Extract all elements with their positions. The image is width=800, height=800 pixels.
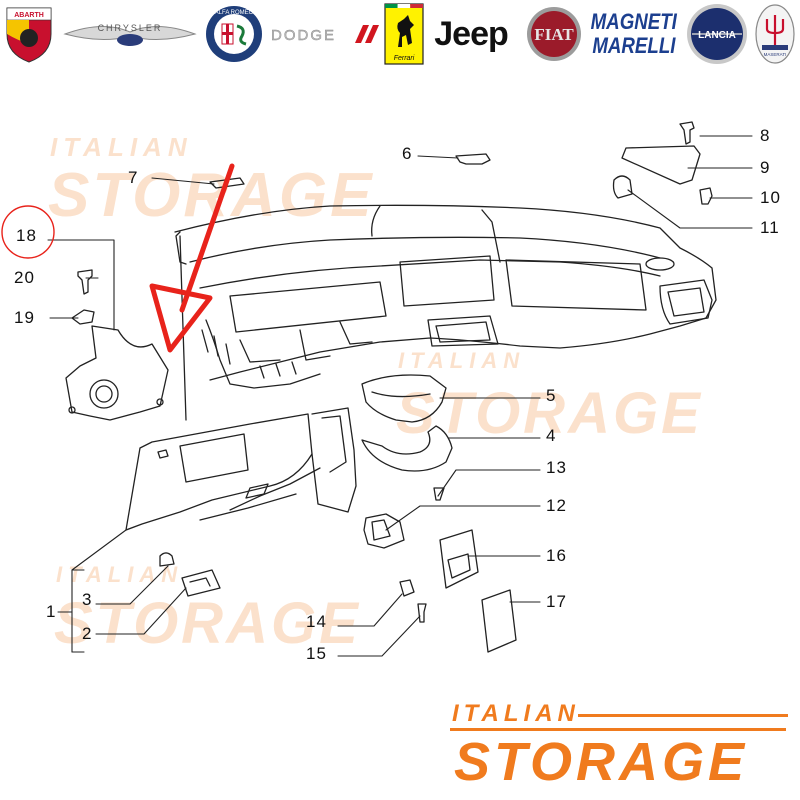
part-11-clip xyxy=(612,175,633,199)
part-20-screw xyxy=(77,269,93,295)
callout-8: 8 xyxy=(760,126,771,145)
part-16-trim-cover xyxy=(439,529,479,589)
svg-text:CHRYSLER: CHRYSLER xyxy=(98,23,163,33)
callout-2: 2 xyxy=(82,624,93,643)
svg-text:ALFA ROMEO: ALFA ROMEO xyxy=(215,10,254,16)
callout-4: 4 xyxy=(546,426,557,445)
alfa-romeo-logo: ALFA ROMEO xyxy=(202,4,266,64)
alfa-roundel-icon: ALFA ROMEO xyxy=(206,6,262,62)
svg-text:Ferrari: Ferrari xyxy=(394,55,415,62)
lancia-roundel-icon: LANCIA xyxy=(687,4,747,64)
callout-18: 18 xyxy=(16,226,37,245)
callout-6: 6 xyxy=(402,144,413,163)
callout-15: 15 xyxy=(306,644,327,663)
brand-storage-text: STORAGE xyxy=(454,732,749,792)
callout-14: 14 xyxy=(306,612,327,631)
callout-19: 19 xyxy=(14,308,35,327)
magneti-marelli-logo: MAGNETI MARELLI xyxy=(588,4,680,64)
fiat-logo: FIAT xyxy=(524,4,584,64)
part-12-switch-housing xyxy=(363,513,405,549)
part-4-lower-column-cover xyxy=(361,425,453,472)
jeep-logo: Jeep xyxy=(428,4,514,64)
leader-lines xyxy=(47,135,753,657)
callout-3: 3 xyxy=(82,590,93,609)
callout-10: 10 xyxy=(760,188,781,207)
winged-badge-icon: CHRYSLER xyxy=(63,23,197,46)
scorpion-shield-icon: ABARTH xyxy=(6,7,52,63)
watermark-italian-lower: ITALIAN xyxy=(56,562,184,587)
brand-rule-middle xyxy=(450,728,786,731)
part-10-clip xyxy=(699,187,713,205)
svg-text:FIAT: FIAT xyxy=(534,25,574,44)
jeep-wordmark: Jeep xyxy=(434,14,508,53)
chrysler-logo: CHRYSLER xyxy=(62,4,198,64)
part-9-mesh-panel xyxy=(621,145,701,185)
ferrari-logo: Ferrari xyxy=(383,3,425,65)
callout-16: 16 xyxy=(546,546,567,565)
callout-5: 5 xyxy=(546,386,557,405)
callout-11: 11 xyxy=(760,218,780,237)
part-1-lower-knee-panel xyxy=(125,407,357,531)
brand-logo-strip: ABARTH CHRYSLER ALFA ROMEO DODGE xyxy=(0,0,800,70)
callout-17: 17 xyxy=(546,592,567,611)
dodge-logo: DODGE xyxy=(268,4,380,64)
svg-text:ABARTH: ABARTH xyxy=(14,12,44,19)
maserati-logo: MASERATI xyxy=(752,4,798,64)
part-14-clip xyxy=(399,579,415,597)
part-6-clip xyxy=(455,153,491,165)
part-17-trim-cover xyxy=(481,589,517,653)
callout-12: 12 xyxy=(546,496,567,515)
part-8-screw xyxy=(679,121,695,145)
callout-13: 13 xyxy=(546,458,567,477)
watermark-storage-lower: STORAGE xyxy=(54,591,361,656)
marelli-wordmark: MARELLI xyxy=(592,33,676,58)
brand-italian-text: ITALIAN xyxy=(452,700,580,727)
italian-storage-brand: ITALIAN STORAGE xyxy=(450,700,790,796)
part-3-clip xyxy=(159,552,175,567)
part-18-column-bracket xyxy=(65,325,169,421)
part-15-screw xyxy=(417,603,427,623)
watermark-italian-middle: ITALIAN xyxy=(398,348,526,373)
highlight-circle-18 xyxy=(1,205,55,259)
watermark-storage-top: STORAGE xyxy=(48,161,375,230)
dashboard-shell xyxy=(174,204,717,421)
magneti-wordmark: MAGNETI xyxy=(590,9,678,34)
red-pointer-arrow xyxy=(149,163,235,353)
fiat-roundel-icon: FIAT xyxy=(527,7,581,61)
trident-icon: MASERATI xyxy=(755,4,795,64)
lancia-logo: LANCIA xyxy=(684,4,750,64)
part-5-upper-column-cover xyxy=(361,374,447,423)
svg-text:MASERATI: MASERATI xyxy=(764,52,787,57)
part-13-screw xyxy=(433,487,445,501)
watermark-italian-top: ITALIAN xyxy=(50,132,193,162)
dodge-stripes-icon: DODGE xyxy=(271,25,379,44)
brand-rule-top xyxy=(578,714,788,717)
callout-20: 20 xyxy=(14,268,35,287)
part-2-switch-bracket xyxy=(181,569,221,597)
part-19-clip xyxy=(71,309,95,325)
svg-text:DODGE: DODGE xyxy=(271,27,336,44)
prancing-horse-icon: Ferrari xyxy=(384,3,424,65)
callout-1: 1 xyxy=(46,602,57,621)
callout-7: 7 xyxy=(128,168,139,187)
callout-9: 9 xyxy=(760,158,771,177)
abarth-logo: ABARTH xyxy=(0,4,58,64)
svg-text:LANCIA: LANCIA xyxy=(698,30,736,41)
